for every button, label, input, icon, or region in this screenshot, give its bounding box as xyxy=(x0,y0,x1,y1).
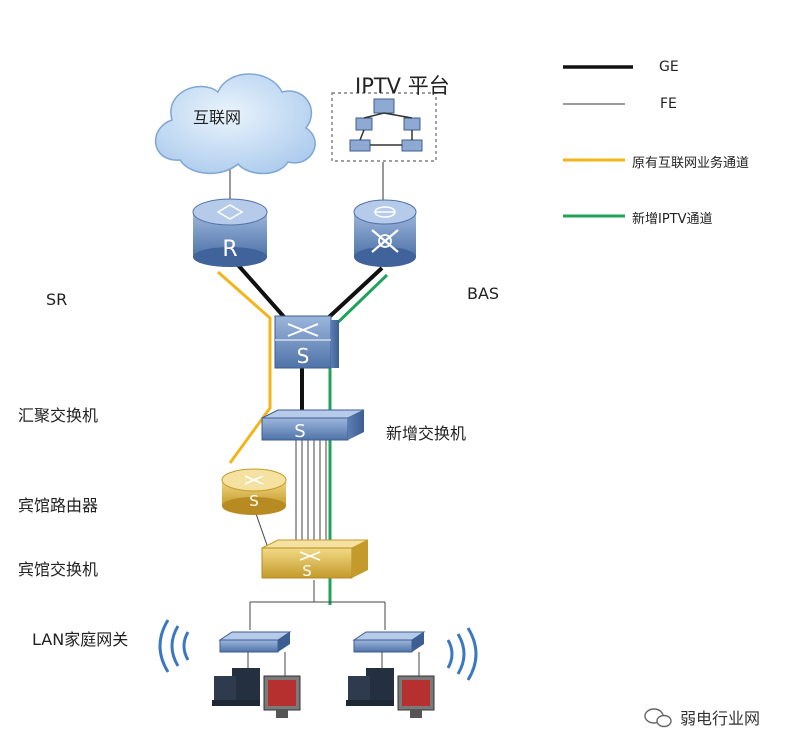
lan-gateway-label: LAN家庭网关 xyxy=(32,630,129,649)
switch-glyph-hotel-switch: S xyxy=(302,562,312,580)
legend-internet-label: 原有互联网业务通道 xyxy=(632,156,750,171)
bas-label: BAS xyxy=(467,284,500,303)
hotel-switch-label: 宾馆交换机 xyxy=(18,560,99,579)
switch-glyph-agg: S xyxy=(297,344,310,368)
link-sr-agg xyxy=(236,263,287,320)
new-switch-label: 新增交换机 xyxy=(386,424,467,443)
legend-ge-label: GE xyxy=(659,59,679,75)
wechat-icon xyxy=(644,708,672,728)
internet-cloud xyxy=(155,73,316,175)
bas-device xyxy=(353,199,417,267)
yellow-path-left xyxy=(217,270,272,464)
links xyxy=(217,160,389,630)
iptv-platform-title: IPTV 平台 xyxy=(355,74,450,98)
agg-switch-label: 汇聚交换机 xyxy=(18,406,99,425)
aggregation-switch: S xyxy=(274,315,339,369)
switch-glyph-new: S xyxy=(294,421,305,442)
watermark-text: 弱电行业网 xyxy=(680,709,761,728)
lan-gateway-left xyxy=(212,631,301,718)
hotel-router-label: 宾馆路由器 xyxy=(18,496,99,515)
wireless-signal-left-icon xyxy=(158,619,190,673)
iptv-platform xyxy=(331,92,437,162)
link-bas-agg xyxy=(326,266,384,320)
hotel-switch: S xyxy=(261,539,369,580)
internet-label: 互联网 xyxy=(193,108,242,127)
hotel-router: S xyxy=(221,468,287,515)
legend xyxy=(563,65,633,218)
sr-label: SR xyxy=(46,290,68,309)
switch-glyph-hotel-router: S xyxy=(249,492,259,510)
wireless-signal-right-icon xyxy=(446,627,478,681)
new-switch: S xyxy=(261,409,365,442)
router-glyph: R xyxy=(222,237,237,262)
legend-iptv-label: 新增IPTV通道 xyxy=(632,212,713,227)
sr-router: R xyxy=(192,198,268,267)
lan-gateway-right xyxy=(346,631,435,718)
legend-fe-label: FE xyxy=(660,96,677,112)
